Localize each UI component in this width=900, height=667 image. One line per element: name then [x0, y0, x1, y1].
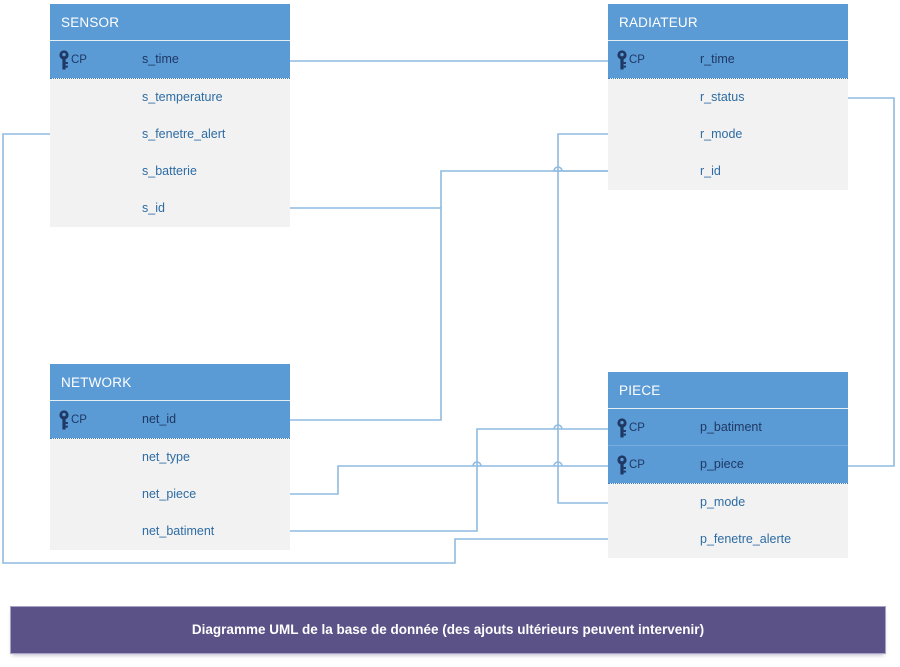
key-icon — [617, 418, 627, 438]
pk-label: CP — [629, 54, 645, 66]
diagram-caption-bar: Diagramme UML de la base de donnée (des … — [10, 606, 886, 654]
entity-piece-title: PIECE — [608, 372, 848, 409]
field-name: s_temperature — [142, 90, 223, 104]
connector-network-piece-piece-piece — [290, 465, 608, 495]
field-name: net_type — [142, 450, 190, 464]
field-name: s_batterie — [142, 164, 197, 178]
field-row-r-id[interactable]: r_id — [608, 153, 848, 190]
key-icon — [59, 410, 69, 430]
entity-radiateur-title: RADIATEUR — [608, 4, 848, 41]
entity-radiateur-pk-group: CP r_time — [608, 41, 848, 79]
primary-key-cell: CP — [616, 446, 686, 483]
key-icon — [617, 455, 627, 475]
key-icon — [59, 50, 69, 70]
field-name: p_batiment — [700, 420, 762, 434]
field-row-s-temperature[interactable]: s_temperature — [50, 79, 290, 116]
pk-label: CP — [71, 414, 87, 426]
field-row-p-mode[interactable]: p_mode — [608, 484, 848, 521]
field-row-p-fenetre-alerte[interactable]: p_fenetre_alerte — [608, 521, 848, 558]
primary-key-cell: CP — [58, 401, 128, 438]
field-name: s_time — [142, 52, 179, 66]
field-row-r-mode[interactable]: r_mode — [608, 116, 848, 153]
connector-radiateur-status-piece-piece — [848, 97, 895, 467]
connector-radiateur-id-segment — [440, 170, 608, 208]
field-name: r_id — [700, 164, 721, 178]
field-row-net-type[interactable]: net_type — [50, 439, 290, 476]
primary-key-cell: CP — [616, 409, 686, 446]
field-row-net-id[interactable]: CP net_id — [50, 401, 290, 438]
connector-radiateur-mode-piece-mode — [557, 133, 608, 504]
field-name: p_mode — [700, 495, 746, 509]
field-row-r-time[interactable]: CP r_time — [608, 41, 848, 78]
line-hop-arc — [553, 461, 563, 467]
primary-key-cell: CP — [616, 41, 686, 78]
field-row-s-time[interactable]: CP s_time — [50, 41, 290, 78]
pk-label: CP — [629, 459, 645, 471]
key-icon — [617, 50, 627, 70]
field-row-r-status[interactable]: r_status — [608, 79, 848, 116]
entity-network-pk-group: CP net_id — [50, 401, 290, 439]
entity-piece[interactable]: PIECE CP p_batiment — [608, 372, 848, 558]
entity-sensor-pk-group: CP s_time — [50, 41, 290, 79]
entity-network-title: NETWORK — [50, 364, 290, 401]
field-name: net_id — [142, 412, 177, 426]
line-hop-arc — [553, 424, 563, 430]
entity-sensor[interactable]: SENSOR CP s_time s_temperature — [50, 4, 290, 227]
connector-network-batiment-piece-batiment — [290, 428, 608, 532]
field-row-s-id[interactable]: s_id — [50, 190, 290, 227]
primary-key-cell: CP — [58, 41, 128, 78]
field-row-net-piece[interactable]: net_piece — [50, 476, 290, 513]
connector-sensor-fenetre-piece-fenetre — [2, 133, 608, 564]
field-name: s_fenetre_alert — [142, 127, 226, 141]
field-name: net_piece — [142, 487, 197, 501]
field-row-p-batiment[interactable]: CP p_batiment — [608, 409, 848, 446]
pk-label: CP — [629, 422, 645, 434]
field-name: net_batiment — [142, 524, 215, 538]
entity-sensor-title: SENSOR — [50, 4, 290, 41]
field-name: r_time — [700, 52, 735, 66]
line-hop-arc — [553, 166, 563, 172]
field-row-p-piece[interactable]: CP p_piece — [608, 446, 848, 483]
field-name: r_status — [700, 90, 745, 104]
field-name: r_mode — [700, 127, 743, 141]
field-name: s_id — [142, 201, 165, 215]
entity-network[interactable]: NETWORK CP net_id net_type — [50, 364, 290, 550]
connector-sensor-id-network-id — [290, 207, 442, 421]
line-hop-arc — [472, 461, 482, 467]
field-row-net-batiment[interactable]: net_batiment — [50, 513, 290, 550]
diagram-caption-text: Diagramme UML de la base de donnée (des … — [191, 622, 705, 637]
field-row-s-batterie[interactable]: s_batterie — [50, 153, 290, 190]
entity-piece-pk-group: CP p_batiment CP p_piece — [608, 409, 848, 484]
field-name: p_fenetre_alerte — [700, 532, 792, 546]
entity-radiateur[interactable]: RADIATEUR CP r_time r_status — [608, 4, 848, 190]
field-row-s-fenetre-alert[interactable]: s_fenetre_alert — [50, 116, 290, 153]
field-name: p_piece — [700, 457, 744, 471]
pk-label: CP — [71, 54, 87, 66]
